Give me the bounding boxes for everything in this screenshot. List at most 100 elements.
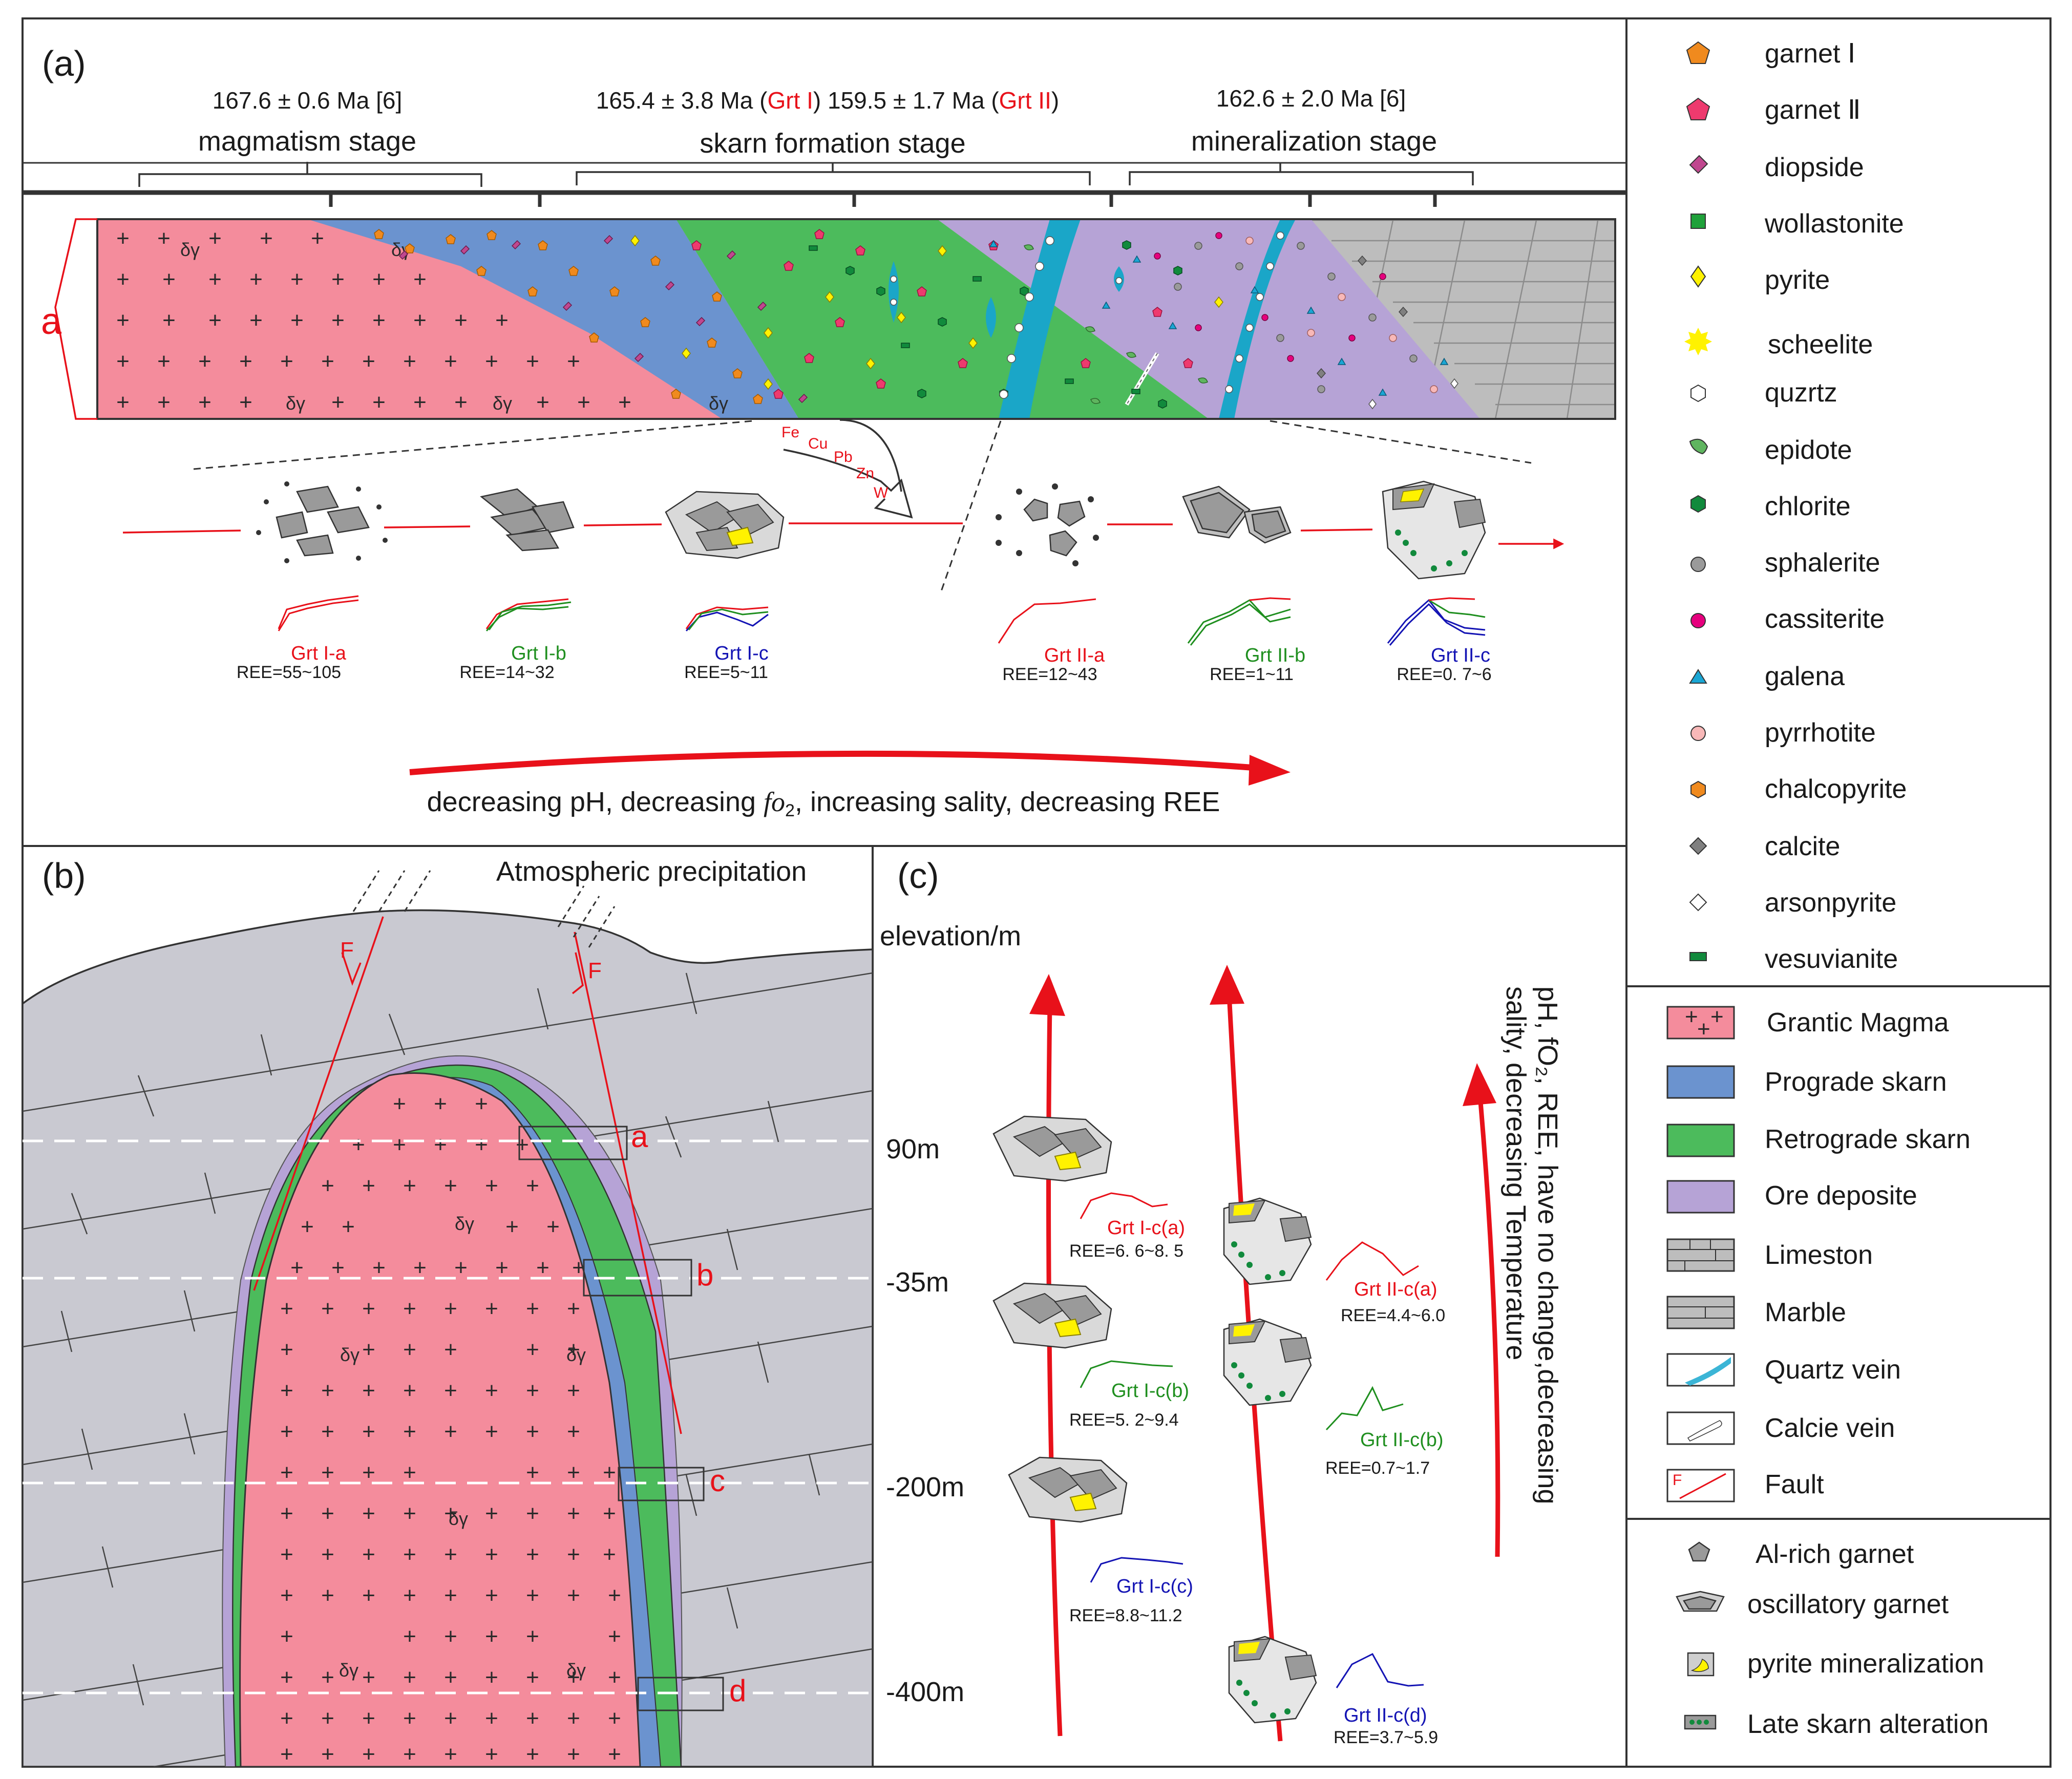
- trend-text: decreasing pH, decreasing fo2, increasin…: [427, 787, 1220, 820]
- grt-2c-d-ree: REE=3.7~5.9: [1334, 1728, 1438, 1747]
- grt-2c-ree: REE=0. 7~6: [1397, 665, 1491, 684]
- section-label-d: d: [729, 1674, 746, 1708]
- pentagon-icon: [1686, 41, 1710, 64]
- svg-text:+: +: [567, 1378, 580, 1403]
- svg-text:+: +: [290, 1255, 304, 1280]
- grt-1c-crystal-lower: [1008, 1456, 1128, 1523]
- svg-text:+: +: [444, 1337, 457, 1362]
- svg-text:+: +: [116, 390, 130, 415]
- garnet-grt-2a-crystals: [996, 483, 1099, 566]
- svg-text:+: +: [403, 1742, 416, 1767]
- svg-text:+: +: [536, 390, 549, 415]
- diamond-icon: [1690, 265, 1706, 288]
- legend-arsenopyrite: arsonpyrite: [1765, 888, 1896, 918]
- trend-arrow: decreasing pH, decreasing fo2, increasin…: [409, 750, 1291, 820]
- fault-label: F: [588, 958, 602, 983]
- fault-label: F: [340, 938, 354, 963]
- panel-c-side-text: pH, fO₂, REE, have no change,decreasing …: [1500, 986, 1563, 1505]
- svg-text:F: F: [1673, 1472, 1682, 1489]
- svg-text:+: +: [485, 1378, 498, 1403]
- svg-text:+: +: [280, 1460, 293, 1485]
- svg-text:+: +: [444, 1173, 457, 1198]
- diamond-icon: [1689, 837, 1707, 855]
- svg-text:+: +: [362, 1378, 375, 1403]
- grt-2c-crystal-upper: [1223, 1197, 1312, 1285]
- svg-text:+: +: [321, 1419, 334, 1444]
- svg-text:+: +: [516, 1132, 529, 1157]
- intrusion-b: [239, 1072, 641, 1767]
- svg-text:+: +: [603, 1542, 616, 1567]
- grt-2c-a-ree: REE=4.4~6.0: [1341, 1306, 1445, 1325]
- grt-2a-label: Grt II-a: [1044, 645, 1105, 666]
- garnet-grt-1a-crystals: [256, 481, 388, 563]
- svg-text:+: +: [403, 349, 416, 374]
- grt-2c-b-ree: REE=0.7~1.7: [1325, 1458, 1430, 1478]
- svg-text:+: +: [280, 1665, 293, 1690]
- svg-text:+: +: [362, 1419, 375, 1444]
- rock-symbol: δγ: [455, 1213, 474, 1234]
- svg-text:+: +: [454, 308, 468, 333]
- svg-text:+: +: [454, 390, 468, 415]
- svg-text:+: +: [413, 1255, 427, 1280]
- svg-text:+: +: [413, 390, 427, 415]
- svg-text:+: +: [485, 1173, 498, 1198]
- legend-limestone: Limeston: [1765, 1240, 1873, 1270]
- skarn-stage-label: skarn formation stage: [700, 128, 965, 159]
- ree-grt-1c-a: [1080, 1192, 1168, 1219]
- svg-text:+: +: [162, 267, 176, 292]
- svg-text:+: +: [608, 1583, 621, 1608]
- rhombus-icon: [1689, 155, 1708, 174]
- svg-text:+: +: [526, 1296, 539, 1321]
- magma-swatch: +++: [1666, 1004, 1735, 1042]
- svg-text:+: +: [413, 308, 427, 333]
- rock-symbol: δγ: [449, 1508, 468, 1529]
- svg-text:+: +: [208, 308, 222, 333]
- svg-text:+: +: [331, 267, 345, 292]
- svg-text:+: +: [331, 1255, 345, 1280]
- legend-chlorite: chlorite: [1765, 492, 1851, 521]
- svg-text:+: +: [444, 1419, 457, 1444]
- grt-2c-crystal-lower: [1228, 1636, 1317, 1724]
- svg-text:+: +: [301, 1214, 314, 1239]
- svg-text:+: +: [331, 308, 345, 333]
- skarn-age: 165.4 ± 3.8 Ma (Grt I) 159.5 ± 1.7 Ma (G…: [596, 87, 1059, 114]
- element-fe: Fe: [781, 424, 799, 441]
- legend-granitic-magma: Grantic Magma: [1767, 1008, 1949, 1037]
- svg-text:+: +: [208, 267, 222, 292]
- grt-1c-crystal-middle: [992, 1282, 1112, 1349]
- svg-text:+: +: [321, 1296, 334, 1321]
- grt-2c-crystal-middle: [1223, 1318, 1312, 1406]
- marble-swatch: [1666, 1296, 1735, 1329]
- element-cu: Cu: [808, 435, 828, 452]
- faults: [253, 916, 682, 1434]
- svg-text:+: +: [577, 390, 590, 415]
- svg-text:+: +: [444, 1296, 457, 1321]
- circle-icon: [1690, 726, 1706, 741]
- bar-icon: [1689, 952, 1707, 961]
- ree-pattern-grt-2b: [1187, 597, 1291, 646]
- svg-text:+: +: [618, 390, 631, 415]
- legend-pyrite: pyrite: [1765, 265, 1830, 295]
- legend-garnet-2: garnet Ⅱ: [1765, 95, 1860, 125]
- svg-text:+: +: [321, 1173, 334, 1198]
- svg-text:+: +: [362, 1706, 375, 1731]
- svg-text:+: +: [485, 1501, 498, 1526]
- magma-zone: [97, 219, 722, 419]
- grt-2b-label: Grt II-b: [1245, 645, 1305, 666]
- magma-plus-pattern: +++++ ++++++++ ++++++++++ ++++++++++++ +…: [116, 226, 631, 415]
- section-a-marker: a: [41, 218, 97, 420]
- svg-text:+: +: [444, 1378, 457, 1403]
- circle-icon: [1690, 613, 1706, 628]
- svg-text:+: +: [403, 1173, 416, 1198]
- pyrite-mineralization-icon: [1687, 1652, 1715, 1677]
- grt-2a-ree: REE=12~43: [1002, 665, 1097, 684]
- garnet-evolution-line: [122, 522, 1564, 549]
- svg-text:+: +: [567, 1542, 580, 1567]
- svg-text:+: +: [444, 1501, 457, 1526]
- hexagon-icon: [1690, 495, 1706, 513]
- svg-text:+: +: [526, 1460, 539, 1485]
- panel-b-label: (b): [42, 856, 86, 896]
- svg-text:+: +: [239, 390, 252, 415]
- svg-text:+: +: [362, 1542, 375, 1567]
- elevation-axis-title: elevation/m: [880, 921, 1021, 951]
